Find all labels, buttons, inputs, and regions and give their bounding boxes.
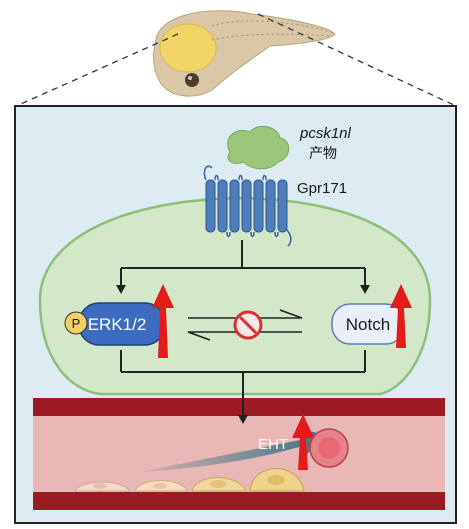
ligand-blob-icon [227, 125, 290, 170]
erk-node: ERK1/2 [78, 302, 166, 346]
zoom-line-right [257, 13, 457, 107]
up-arrow-icon [390, 284, 412, 348]
gene-label: pcsk1nl [299, 125, 352, 142]
endothelial-cells [74, 468, 305, 492]
zebrafish-embryo-icon [152, 10, 336, 97]
blood-cell-icon [309, 428, 349, 468]
phospho-badge: P [64, 311, 88, 335]
up-arrow-icon [152, 284, 174, 358]
blood-vessel [33, 398, 445, 510]
phospho-label: P [72, 316, 81, 331]
erk-label: ERK1/2 [88, 315, 147, 334]
branch-arrows [116, 240, 370, 294]
gpcr-receptor-icon [203, 165, 292, 247]
notch-node: Notch [331, 303, 405, 345]
receptor-label: Gpr171 [297, 180, 347, 197]
crosstalk-equilibrium [187, 309, 303, 341]
no-sign-icon [233, 310, 263, 340]
merge-arrows [120, 350, 366, 424]
notch-label: Notch [346, 315, 390, 334]
zoom-line-left [13, 33, 179, 108]
eht-label: EHT [258, 436, 288, 453]
up-arrow-icon [292, 414, 314, 470]
gene-product-label: 产物 [309, 145, 337, 161]
